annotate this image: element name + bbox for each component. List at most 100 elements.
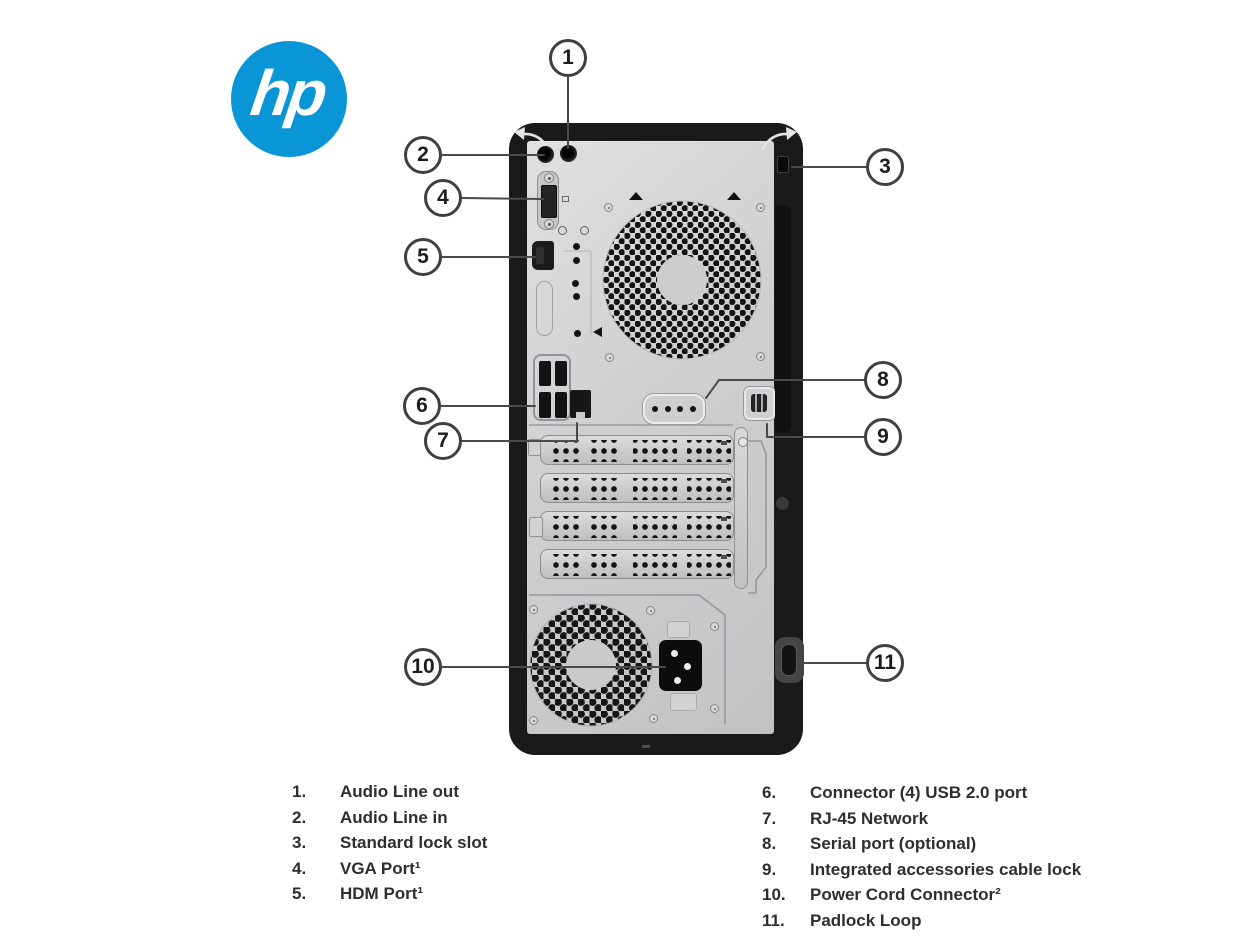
usb-2-0-ports	[533, 354, 571, 421]
screw	[649, 714, 658, 723]
panel-mark	[593, 327, 602, 337]
screw	[710, 704, 719, 713]
serial-pin	[677, 406, 684, 412]
vent-mark	[629, 192, 643, 200]
vga-screw	[544, 219, 554, 229]
tower-rear-view	[509, 123, 804, 755]
legend-item: 11.Padlock Loop	[762, 910, 922, 930]
callout-9: 9	[864, 418, 902, 456]
legend-item: 7.RJ-45 Network	[762, 808, 929, 828]
serial-pin	[664, 406, 671, 412]
expansion-slot-cover	[540, 549, 734, 579]
callout-7: 7	[424, 422, 462, 460]
audio-line-out-jack	[560, 145, 577, 162]
screw	[605, 353, 614, 362]
callout-6: 6	[403, 387, 441, 425]
blank-port-cover	[536, 281, 553, 336]
slot-retention-bracket	[734, 427, 748, 589]
callout-2-number: 2	[417, 143, 429, 166]
psu-tab	[670, 693, 697, 711]
serial-port	[643, 394, 705, 424]
callout-4: 4	[424, 179, 462, 217]
callout-9-number: 9	[877, 425, 889, 448]
usb-port	[555, 392, 567, 418]
cable-lock	[744, 387, 775, 420]
callout-5-number: 5	[417, 245, 429, 268]
power-cord-connector	[659, 640, 702, 691]
vga-connector	[541, 185, 557, 218]
psu-tab	[667, 621, 690, 638]
standard-lock-slot	[777, 156, 789, 173]
panel-dot	[573, 243, 580, 250]
legend-item: 3.Standard lock slot	[292, 833, 488, 852]
legend-right-column: 6.Connector (4) USB 2.0 port 7.RJ-45 Net…	[762, 780, 1081, 933]
callout-7-number: 7	[437, 429, 449, 452]
padlock-loop	[775, 637, 804, 683]
screw	[710, 622, 719, 631]
legend-item: 10.Power Cord Connector²	[762, 885, 1001, 904]
bracket-screw	[738, 437, 748, 447]
callout-3-number: 3	[879, 155, 891, 178]
callout-1-number: 1	[562, 46, 574, 69]
legend-item: 2.Audio Line in	[292, 807, 448, 827]
vga-label-icon	[562, 196, 569, 202]
padlock-loop-highlight	[787, 651, 791, 668]
hp-logo-icon: hp	[231, 41, 347, 157]
side-knob	[776, 497, 789, 510]
vent-mark	[727, 192, 741, 200]
headset-icon	[558, 226, 567, 235]
screw	[756, 352, 765, 361]
slot-tab	[528, 439, 541, 456]
callout-5: 5	[404, 238, 442, 276]
power-pin	[674, 677, 681, 684]
callout-8: 8	[864, 361, 902, 399]
bottom-mark	[642, 745, 650, 748]
power-pin	[684, 663, 691, 670]
callout-4-number: 4	[437, 186, 449, 209]
screw	[529, 716, 538, 725]
slot-tab	[529, 517, 543, 537]
usb-port	[539, 392, 551, 418]
panel-dot	[572, 280, 579, 287]
callout-10-number: 10	[411, 655, 435, 678]
callout-10: 10	[404, 648, 442, 686]
usb-port	[539, 361, 551, 386]
screw	[646, 606, 655, 615]
microphone-icon	[580, 226, 589, 235]
power-pin	[671, 650, 678, 657]
usb-port	[555, 361, 567, 386]
legend-left-column: 1.Audio Line out 2.Audio Line in 3.Stand…	[292, 779, 487, 907]
audio-line-in-jack	[537, 146, 554, 163]
hdmi-port	[532, 241, 554, 270]
panel-dot	[573, 257, 580, 264]
vga-screw	[544, 173, 554, 183]
expansion-slot-cover	[540, 511, 734, 541]
screw	[529, 605, 538, 614]
legend-item: 9.Integrated accessories cable lock	[762, 859, 1082, 879]
callout-2: 2	[404, 136, 442, 174]
callout-8-number: 8	[877, 368, 889, 391]
callout-11-number: 11	[873, 651, 897, 674]
case-fan-grille	[602, 200, 762, 360]
serial-pin	[690, 406, 697, 412]
side-recess	[775, 205, 791, 433]
rj45-port	[570, 390, 591, 418]
panel-graphics	[514, 127, 797, 727]
psu-fan-grille	[529, 603, 653, 727]
legend-item: 8.Serial port (optional)	[762, 834, 977, 853]
vga-port	[537, 171, 559, 230]
panel-dot	[574, 330, 581, 337]
callout-11: 11	[866, 644, 904, 682]
callout-3: 3	[866, 148, 904, 186]
panel-dot	[573, 293, 580, 300]
screw	[604, 203, 613, 212]
legend-item: 5.HDM Port¹	[292, 884, 424, 903]
serial-pin	[651, 406, 658, 412]
callout-6-number: 6	[416, 394, 428, 417]
screw	[756, 203, 765, 212]
legend-item: 6.Connector (4) USB 2.0 port	[762, 783, 1028, 802]
expansion-slot-cover	[540, 473, 734, 503]
legend-item: 1.Audio Line out	[292, 782, 459, 801]
expansion-slot-cover	[540, 435, 734, 465]
